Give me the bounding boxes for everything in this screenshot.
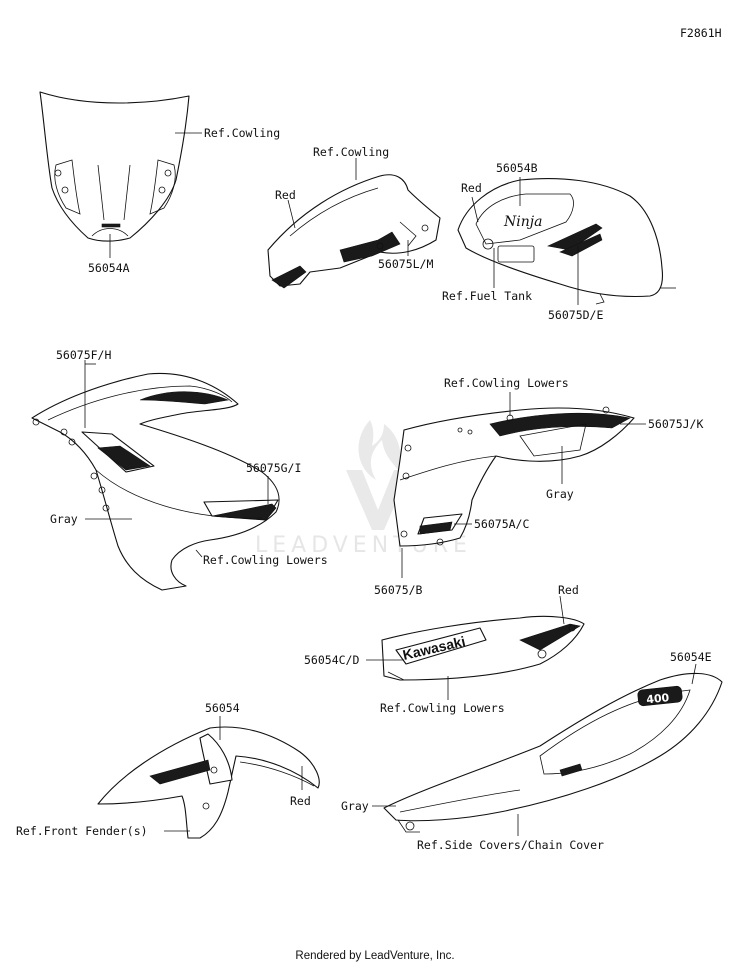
figure-code: F2861H (680, 26, 722, 40)
label-red-4: Red (290, 794, 311, 808)
svg-text:Ninja: Ninja (503, 214, 542, 230)
label-gray-3: Gray (341, 799, 369, 813)
label-ref-cowling-2: Ref.Cowling (313, 145, 389, 159)
svg-text:400: 400 (646, 691, 671, 706)
label-ref-cowling-lowers-3: Ref.Cowling Lowers (380, 701, 505, 715)
label-gray-1: Gray (50, 512, 78, 526)
label-ref-fuel-tank: Ref.Fuel Tank (442, 289, 532, 303)
label-56054A: 56054A (88, 261, 130, 275)
front-fender-part (97, 726, 320, 839)
side-fairing-right-part (393, 406, 635, 547)
label-ref-front-fender: Ref.Front Fender(s) (16, 824, 148, 838)
label-56075DE: 56075D/E (548, 308, 603, 322)
label-56054B: 56054B (496, 161, 538, 175)
label-ref-cowling-lowers-1: Ref.Cowling Lowers (203, 553, 328, 567)
label-56075FH: 56075F/H (56, 348, 111, 362)
windscreen-part (39, 91, 190, 242)
label-ref-cowling-1: Ref.Cowling (204, 126, 280, 140)
footer-credit: Rendered by LeadVenture, Inc. (295, 950, 455, 962)
label-56075JK: 56075J/K (648, 417, 703, 431)
label-56054E: 56054E (670, 650, 712, 664)
rear-side-cover-part: 400 (383, 672, 723, 833)
label-56075B: 56075/B (374, 583, 423, 597)
label-56075LM: 56075L/M (378, 257, 433, 271)
fuel-tank-part: Ninja (457, 178, 676, 305)
label-ref-side-covers: Ref.Side Covers/Chain Cover (417, 838, 604, 852)
upper-cowling-part (267, 174, 441, 289)
label-56054: 56054 (205, 701, 240, 715)
label-gray-2: Gray (546, 487, 574, 501)
label-ref-cowling-lowers-2: Ref.Cowling Lowers (444, 376, 569, 390)
label-red-1: Red (275, 188, 296, 202)
label-red-3: Red (558, 583, 579, 597)
side-fairing-left-part (31, 372, 280, 591)
label-red-2: Red (461, 181, 482, 195)
label-56075AC: 56075A/C (474, 517, 529, 531)
label-56075GI: 56075G/I (246, 461, 301, 475)
lower-cowling-part: Kawasaki (381, 615, 585, 681)
label-56054CD: 56054C/D (304, 653, 359, 667)
